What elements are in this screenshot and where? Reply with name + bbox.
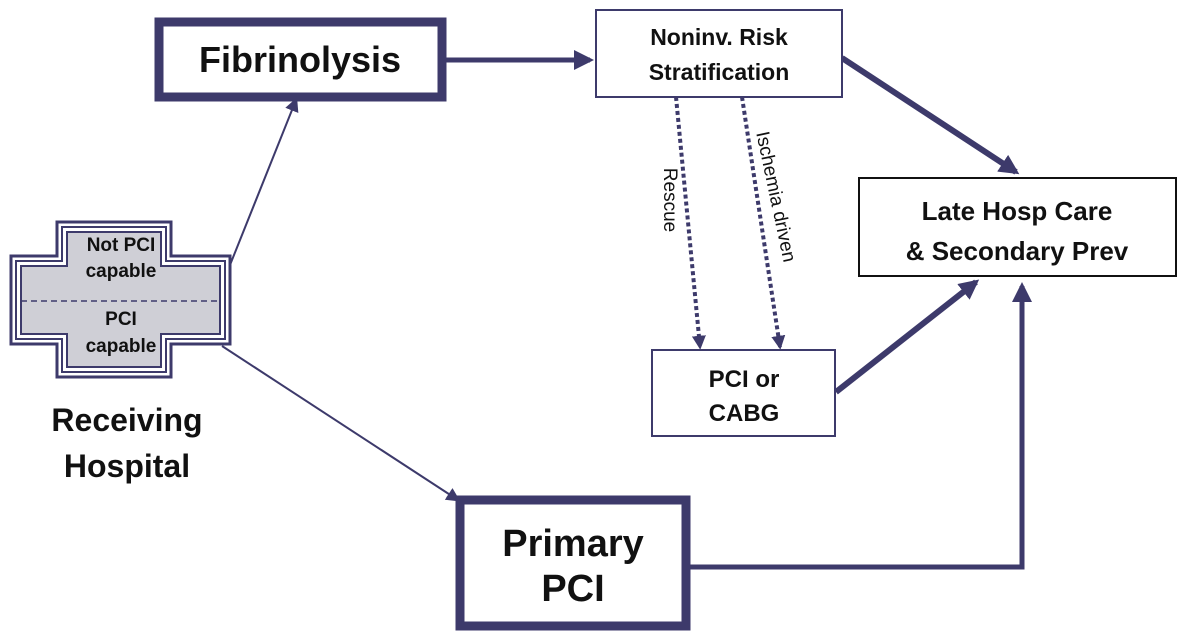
hospital-caption-line1: Receiving bbox=[51, 402, 202, 438]
late-care-line1: Late Hosp Care bbox=[922, 196, 1113, 226]
risk-stratification-node: Noninv. Risk Stratification bbox=[595, 9, 843, 98]
primary-pci-line2: PCI bbox=[541, 568, 604, 610]
primary-pci-node: Primary PCI bbox=[455, 495, 691, 631]
hospital-not-pci-line1: Not PCI bbox=[87, 235, 156, 256]
risk-stratification-line1: Noninv. Risk bbox=[650, 24, 788, 50]
hospital-pci-line1: PCI bbox=[105, 309, 137, 330]
late-care-line2: & Secondary Prev bbox=[906, 236, 1129, 266]
late-care-node: Late Hosp Care & Secondary Prev bbox=[858, 177, 1177, 277]
fibrinolysis-label: Fibrinolysis bbox=[199, 39, 401, 80]
hospital-caption-line2: Hospital bbox=[64, 448, 190, 484]
primary-pci-line1: Primary bbox=[502, 523, 644, 565]
arrow-pci-cabg-to-late-care bbox=[834, 279, 980, 395]
arrow-ischemia-driven-dashed bbox=[740, 96, 786, 350]
pci-cabg-line2: CABG bbox=[709, 400, 780, 427]
arrow-hospital-to-primary-pci bbox=[221, 345, 461, 502]
arrow-hospital-to-fibrinolysis bbox=[229, 97, 299, 266]
arrow-primary-pci-to-late-care bbox=[686, 282, 1032, 570]
arrow-risk-stratification-to-late-care bbox=[840, 55, 1020, 175]
risk-stratification-line2: Stratification bbox=[649, 59, 790, 85]
fibrinolysis-node: Fibrinolysis bbox=[154, 17, 447, 102]
hospital-not-pci-line2: capable bbox=[86, 261, 157, 282]
hospital-pci-line2: capable bbox=[86, 336, 157, 357]
rescue-label: Rescue bbox=[659, 168, 680, 232]
hospital-cross-icon bbox=[9, 220, 232, 379]
pci-cabg-line1: PCI or bbox=[709, 366, 780, 393]
pci-cabg-node: PCI or CABG bbox=[651, 349, 836, 437]
